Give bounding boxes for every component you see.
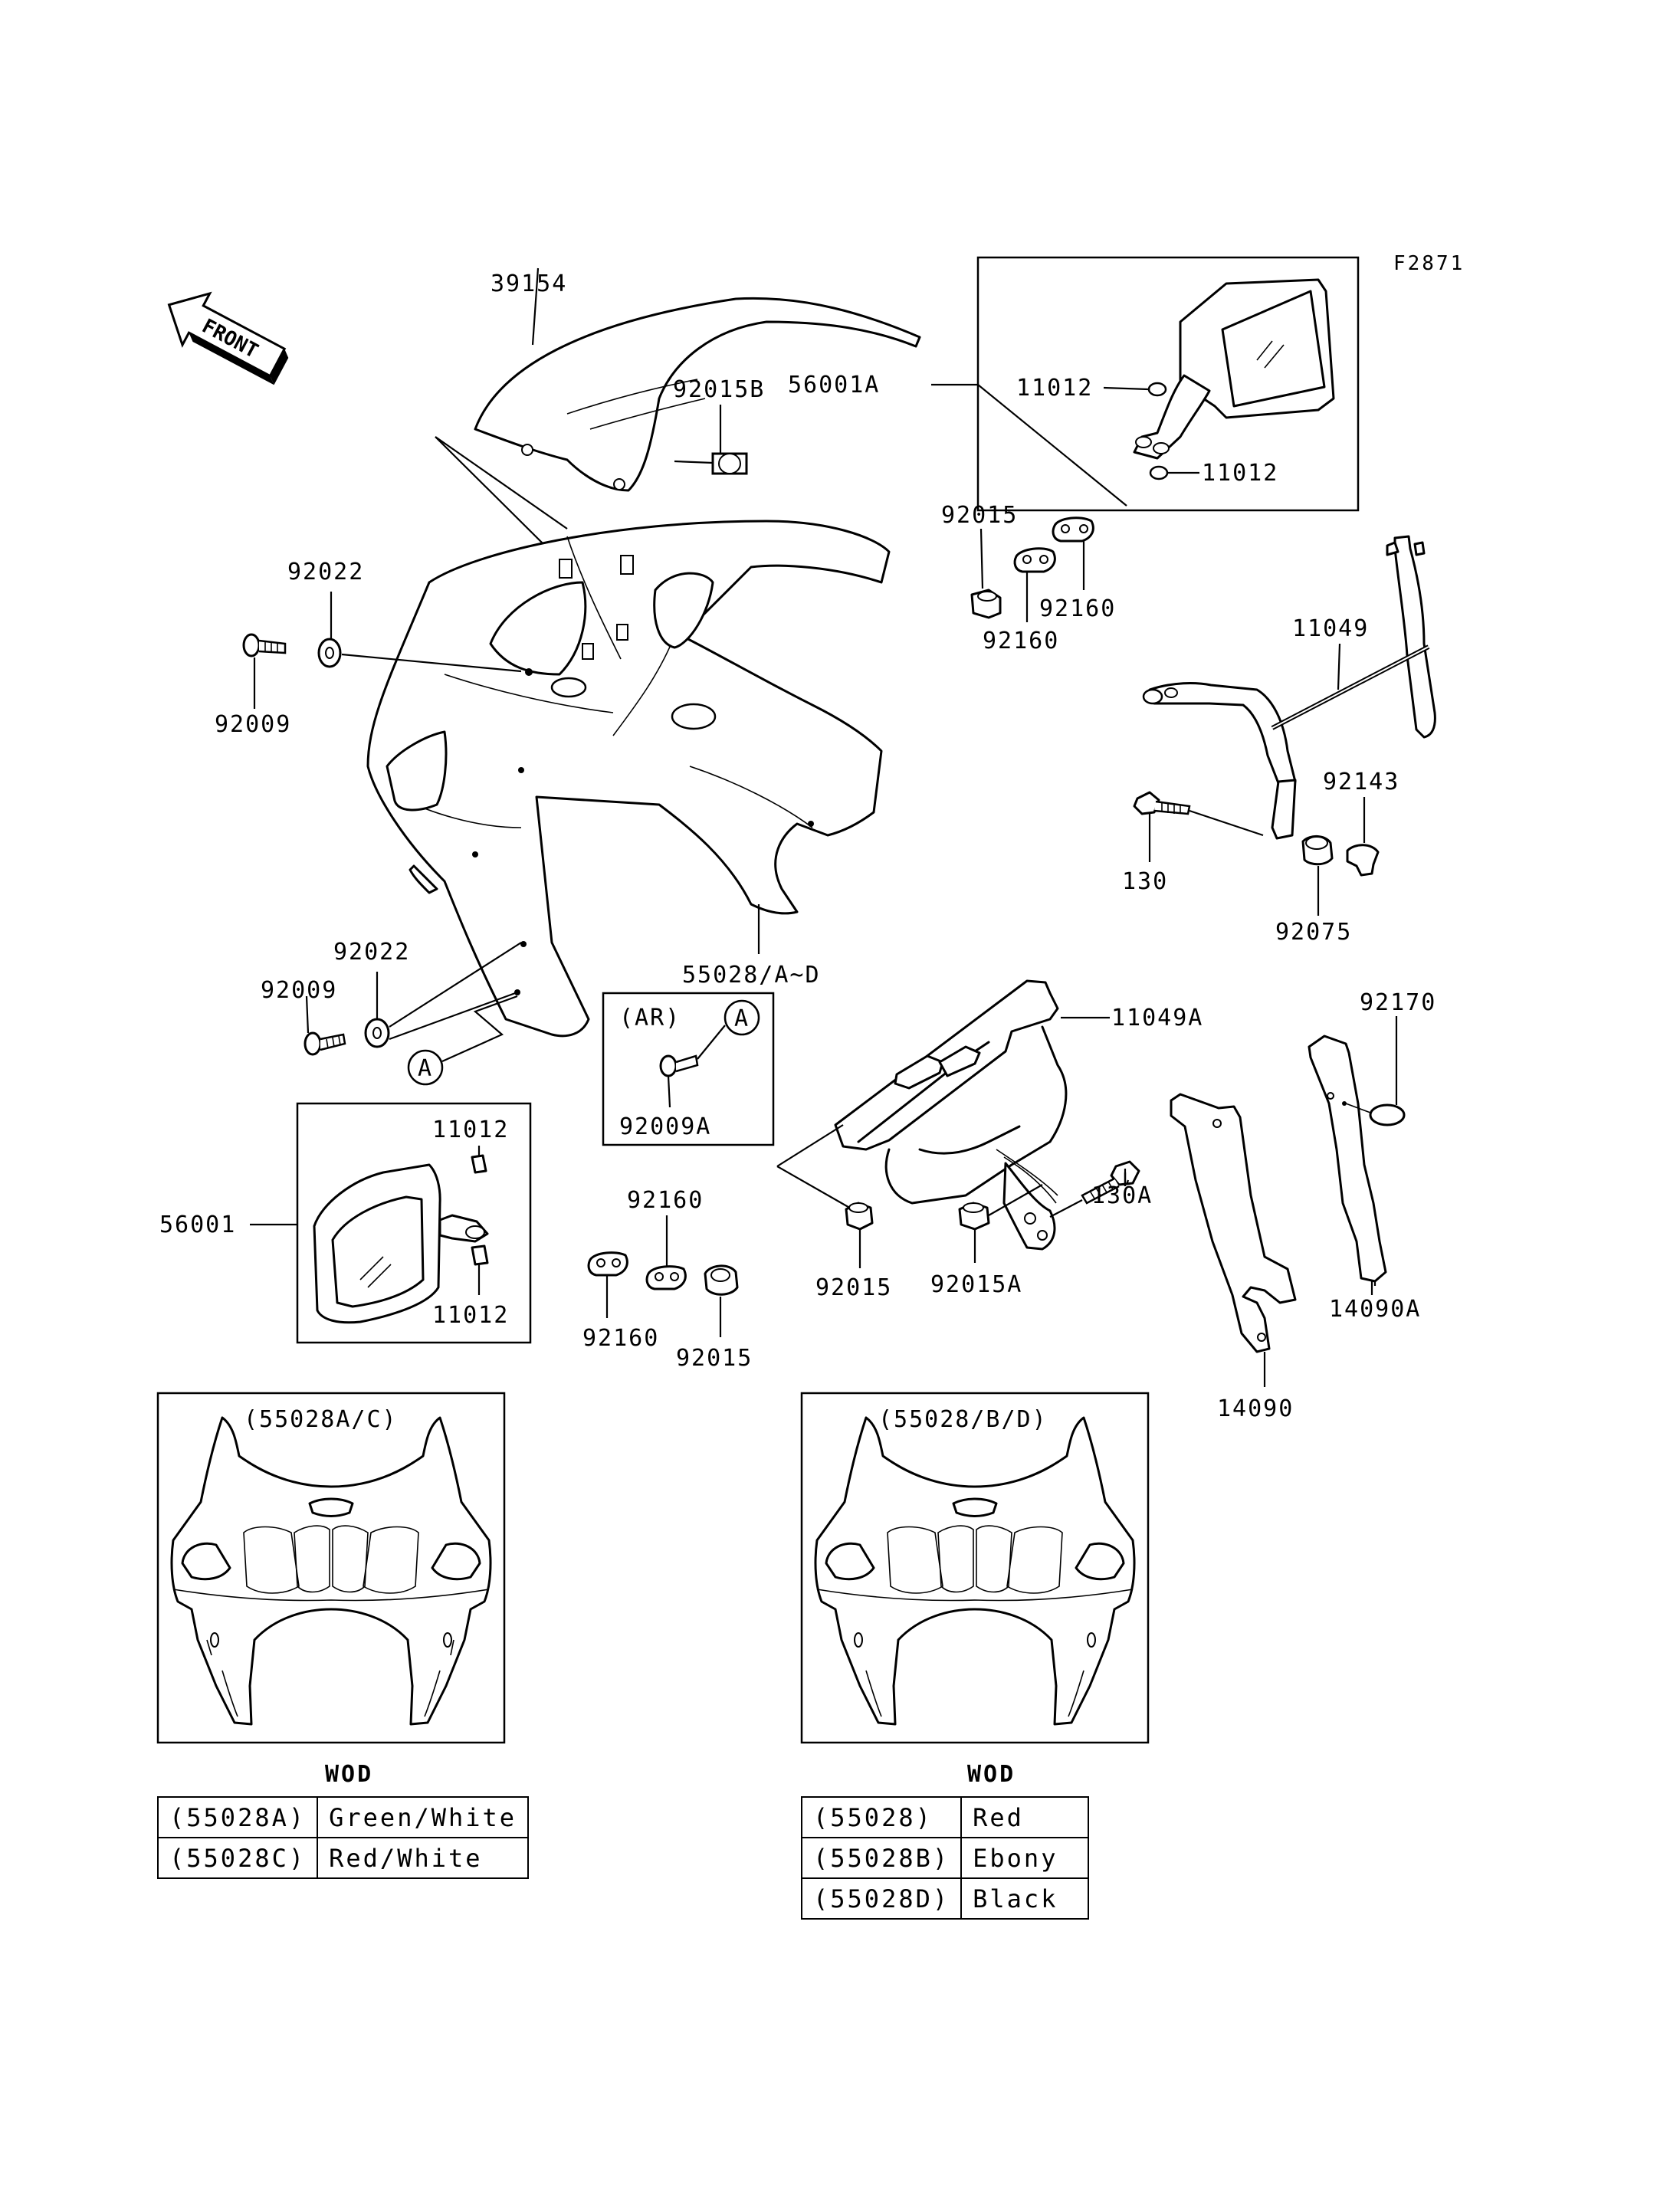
callout-92160-lower-a: 92160 [627, 1187, 704, 1214]
wod-left-heading: WOD [325, 1761, 374, 1788]
callout-11049: 11049 [1292, 615, 1369, 642]
leader-92009-lower [305, 995, 310, 1034]
figure-code: F2871 [1393, 252, 1465, 275]
callout-39154: 39154 [491, 271, 567, 297]
variant-left-cowl-illustration [170, 1416, 492, 1726]
callout-92015-upper: 92015 [941, 502, 1018, 529]
bolt-130-part [1133, 791, 1191, 815]
table-cell-code: (55028D) [800, 1877, 963, 1920]
collar-92075-part [1301, 835, 1334, 866]
leader-92009a [667, 1075, 671, 1108]
table-row: (55028A) Green/White [156, 1796, 530, 1838]
callout-130a: 130A [1091, 1182, 1153, 1209]
table-cell-color: Green/White [317, 1796, 530, 1838]
windshield-part [474, 297, 921, 492]
washer-92022-upper-part [317, 638, 342, 668]
mirror-left-box [296, 1102, 532, 1344]
washer-92022-lower-part [364, 1018, 390, 1048]
bracket-stay-11049-part [1142, 535, 1436, 840]
callout-56001: 56001 [159, 1212, 236, 1238]
table-cell-code: (55028A) [156, 1796, 319, 1838]
table-row: (55028B) Ebony [800, 1837, 1090, 1879]
callout-92009a: 92009A [619, 1113, 711, 1140]
table-row: (55028) Red [800, 1796, 1090, 1838]
plate-92160-upper-b-part [1013, 547, 1056, 573]
table-row: (55028D) Black [800, 1877, 1090, 1920]
callout-92160-lower-b: 92160 [582, 1325, 659, 1352]
bolt-92009-lower-part [304, 1031, 346, 1056]
nut-92015a-part [958, 1202, 990, 1231]
variant-left-title: (55028A/C) [244, 1406, 398, 1433]
callout-92015-frame: 92015 [815, 1274, 892, 1301]
callout-92160-upper-a: 92160 [1039, 595, 1116, 622]
callout-92160-upper-b: 92160 [983, 628, 1059, 654]
callout-92015-lower: 92015 [676, 1345, 753, 1372]
callout-92009-lower: 92009 [261, 977, 337, 1004]
callout-55028: 55028/A~D [682, 962, 821, 989]
bracket-frame-11049a-part [834, 979, 1068, 1251]
callout-92170: 92170 [1360, 989, 1436, 1016]
wod-right-heading: WOD [967, 1761, 1016, 1788]
variant-left-box [156, 1392, 506, 1744]
callout-92015b: 92015B [673, 376, 765, 403]
grommet-92015b-part [711, 452, 748, 475]
callout-11012-left-lower: 11012 [432, 1302, 509, 1329]
plate-92160-lower-a-part [645, 1265, 687, 1290]
callout-11049a: 11049A [1111, 1005, 1203, 1031]
nut-92015-upper-part [970, 589, 1002, 619]
table-cell-color: Black [960, 1877, 1090, 1920]
upper-cowl-part [366, 520, 891, 1038]
table-cell-color: Red/White [317, 1837, 530, 1879]
svg-text:A: A [734, 1005, 750, 1032]
callout-92022-lower: 92022 [333, 939, 410, 966]
callout-56001a: 56001A [788, 372, 880, 398]
plate-92160-upper-a-part [1052, 516, 1094, 543]
cover-pad-92170-part [1342, 1101, 1406, 1126]
table-cell-code: (55028C) [156, 1837, 319, 1879]
color-table-left: (55028A) Green/White (55028C) Red/White [156, 1796, 530, 1879]
callout-92075: 92075 [1275, 919, 1352, 946]
table-cell-color: Red [960, 1796, 1090, 1838]
nut-92015-frame-part [845, 1202, 874, 1231]
callout-92143: 92143 [1323, 769, 1399, 795]
plate-92160-lower-b-part [587, 1251, 628, 1277]
callout-14090: 14090 [1217, 1395, 1294, 1422]
marker-a-inset: A [724, 999, 760, 1036]
grommet-92015-lower-part [704, 1264, 739, 1296]
callout-11012-left-upper: 11012 [432, 1117, 509, 1143]
leader-39154 [531, 267, 540, 346]
callout-92009-upper: 92009 [215, 711, 291, 738]
front-arrow-icon: FRONT [167, 291, 289, 385]
inner-cover-14090-part [1170, 1093, 1297, 1353]
mirror-right-part [1133, 278, 1335, 480]
variant-right-cowl-illustration [814, 1416, 1136, 1726]
variant-right-title: (55028/B/D) [878, 1406, 1048, 1433]
table-cell-code: (55028) [800, 1796, 963, 1838]
bolt-92009-upper-part [242, 633, 287, 657]
leader-11049 [1337, 643, 1341, 690]
table-row: (55028C) Red/White [156, 1837, 530, 1879]
table-cell-color: Ebony [960, 1837, 1090, 1879]
callout-11012-right-upper: 11012 [1016, 375, 1093, 402]
callout-92022-upper: 92022 [287, 559, 364, 585]
svg-text:A: A [418, 1055, 433, 1082]
callout-14090a: 14090A [1329, 1296, 1421, 1323]
callout-92015a: 92015A [930, 1271, 1022, 1298]
table-cell-code: (55028B) [800, 1837, 963, 1879]
callout-11012-right-lower: 11012 [1202, 460, 1278, 487]
inset-ar-label: (AR) [619, 1005, 681, 1031]
color-table-right: (55028) Red (55028B) Ebony (55028D) Blac… [800, 1796, 1090, 1920]
marker-a-cowl: A [407, 1049, 444, 1086]
inner-cover-14090a-part [1308, 1035, 1387, 1283]
variant-right-box [800, 1392, 1150, 1744]
screw-92009a-part [659, 1054, 699, 1077]
mirror-left-part [313, 1154, 489, 1324]
callout-130: 130 [1122, 868, 1168, 895]
inset-ar-box [602, 992, 775, 1146]
cushion-92143-part [1346, 844, 1380, 877]
leader-92015-upper [979, 528, 984, 589]
